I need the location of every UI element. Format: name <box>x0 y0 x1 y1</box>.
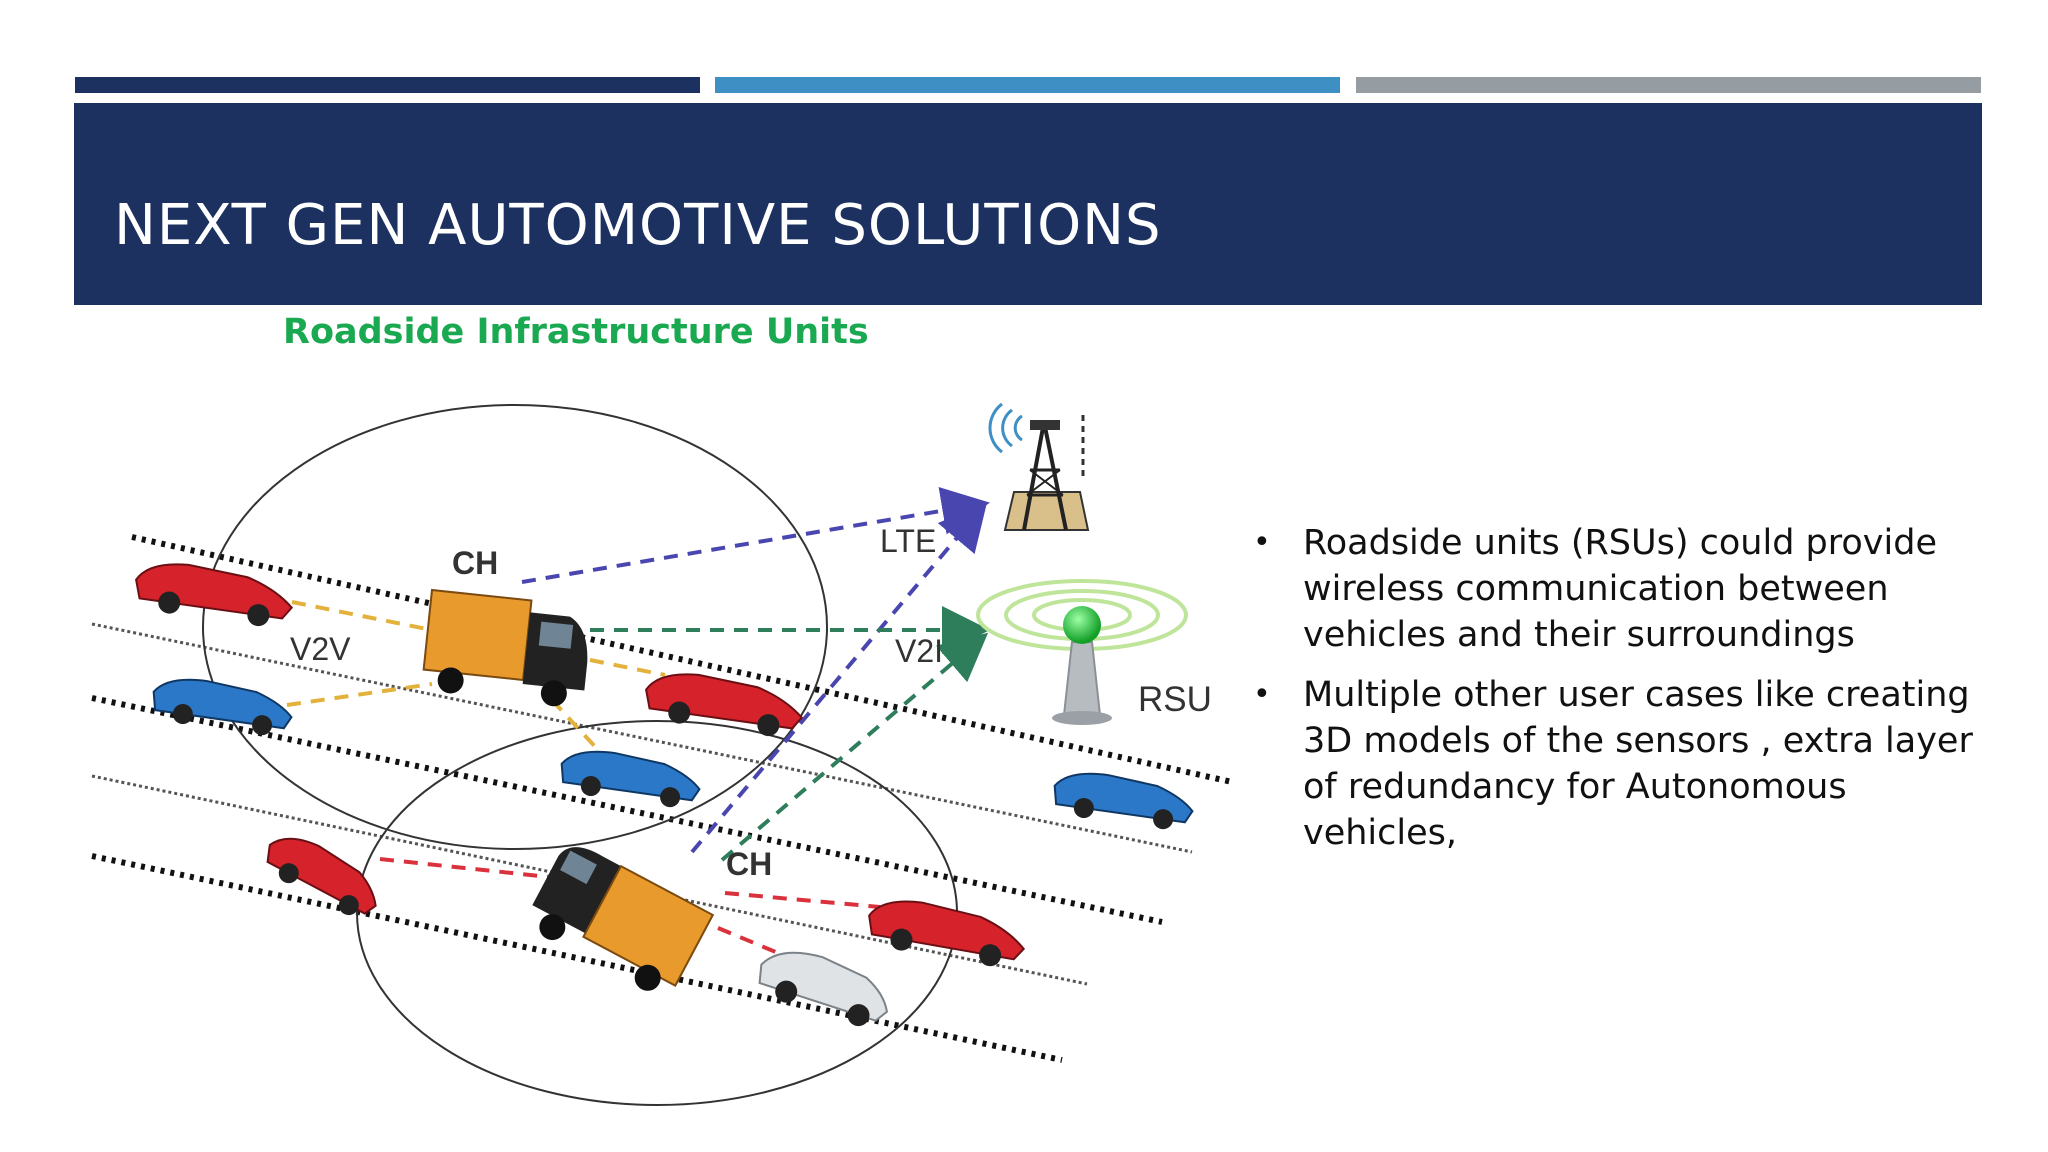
lane-line <box>91 695 1163 925</box>
lane-line <box>131 534 1233 785</box>
bullet-dot-icon: • <box>1253 677 1271 712</box>
bullet-list: • Roadside units (RSUs) could provide wi… <box>1247 520 2007 870</box>
car-red-icon <box>645 673 804 737</box>
bullet-dot-icon: • <box>1253 525 1271 560</box>
cell-tower-icon <box>988 402 1090 531</box>
car-silver-icon <box>758 951 889 1027</box>
v2v-links-top <box>286 600 666 754</box>
car-red-icon <box>266 837 377 916</box>
cluster-head-label-top: CH <box>452 545 498 581</box>
page-title: NEXT GEN AUTOMOTIVE SOLUTIONS <box>114 193 1162 258</box>
road-lanes <box>91 534 1233 1063</box>
lane-line <box>91 622 1193 854</box>
car-red-icon <box>135 563 294 627</box>
accent-bar-navy <box>75 77 700 93</box>
v2i-label: V2I <box>895 633 943 669</box>
bullet-text: Multiple other user cases like creating … <box>1303 675 1973 853</box>
accent-bar-blue <box>715 77 1340 93</box>
car-red-icon <box>868 900 1026 967</box>
truck-cluster-head-icon <box>532 847 715 991</box>
car-blue-icon <box>152 678 293 736</box>
lte-link-bottom <box>690 501 988 854</box>
cluster-range-top <box>202 404 828 850</box>
rsu-icon <box>976 579 1188 725</box>
lte-link-top <box>521 487 990 584</box>
lte-label: LTE <box>880 523 936 559</box>
car-blue-icon <box>1053 772 1194 830</box>
v2i-link-bottom <box>720 632 989 862</box>
v2v-links-bottom <box>379 857 881 962</box>
truck-cluster-head-icon <box>422 588 588 707</box>
bullet-item: • Roadside units (RSUs) could provide wi… <box>1247 520 2007 658</box>
car-blue-icon <box>560 750 701 808</box>
bullet-text: Roadside units (RSUs) could provide wire… <box>1303 523 1937 655</box>
accent-bar-gray <box>1356 77 1981 93</box>
v2v-label: V2V <box>290 631 351 667</box>
bullet-item: • Multiple other user cases like creatin… <box>1247 672 2007 856</box>
title-band: NEXT GEN AUTOMOTIVE SOLUTIONS <box>74 103 1982 305</box>
cluster-head-label-bottom: CH <box>726 846 772 882</box>
lane-line <box>91 774 1088 986</box>
rsu-label: RSU <box>1138 680 1212 719</box>
diagram-subtitle: Roadside Infrastructure Units <box>283 312 869 352</box>
